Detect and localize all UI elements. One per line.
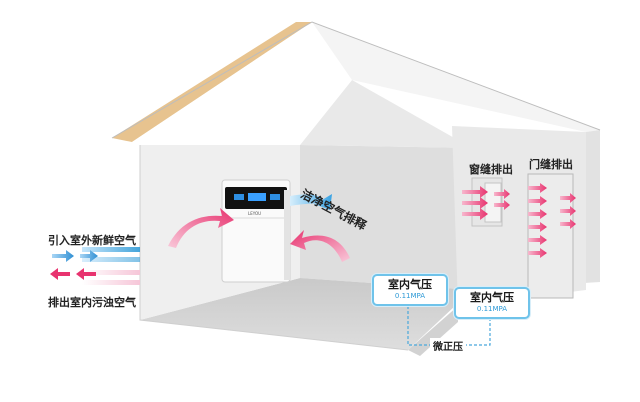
door: [527, 173, 574, 299]
outside-airflow: [50, 247, 140, 285]
door-arrows: [528, 183, 576, 258]
pressure-badge-left-value: 0.11MPA: [394, 292, 426, 300]
front-cut-wall: [408, 306, 458, 356]
window-gap-label: 窗缝排出: [469, 163, 513, 176]
clean-air-arrow: [290, 194, 332, 210]
window: [471, 177, 503, 227]
pressure-badge-right-value: 0.11MPA: [476, 305, 508, 313]
pressure-badge-right-title: 室内气压: [470, 291, 514, 304]
pressure-badge-left: 室内气压 0.11MPA: [372, 274, 448, 306]
interior-gable: [300, 80, 472, 148]
dirty-air-out-label: 排出室内污浊空气: [48, 296, 136, 309]
left-circulation-arrow: [168, 208, 234, 248]
pressure-badge-left-title: 室内气压: [388, 278, 432, 291]
roof-edge: [112, 22, 312, 142]
device-brand-text: LEYOU: [248, 211, 261, 216]
fresh-air-in-label: 引入室外新鲜空气: [48, 234, 136, 247]
window-arrows: [462, 186, 510, 220]
micro-pressure-label: 微正压: [430, 338, 466, 353]
door-gap-label: 门缝排出: [529, 158, 573, 171]
ventilation-unit: LEYOU: [221, 179, 291, 283]
right-circulation-arrow: [290, 230, 350, 262]
pressure-badge-right: 室内气压 0.11MPA: [454, 287, 530, 319]
back-wall: [300, 145, 472, 290]
roof-front: [132, 22, 352, 145]
